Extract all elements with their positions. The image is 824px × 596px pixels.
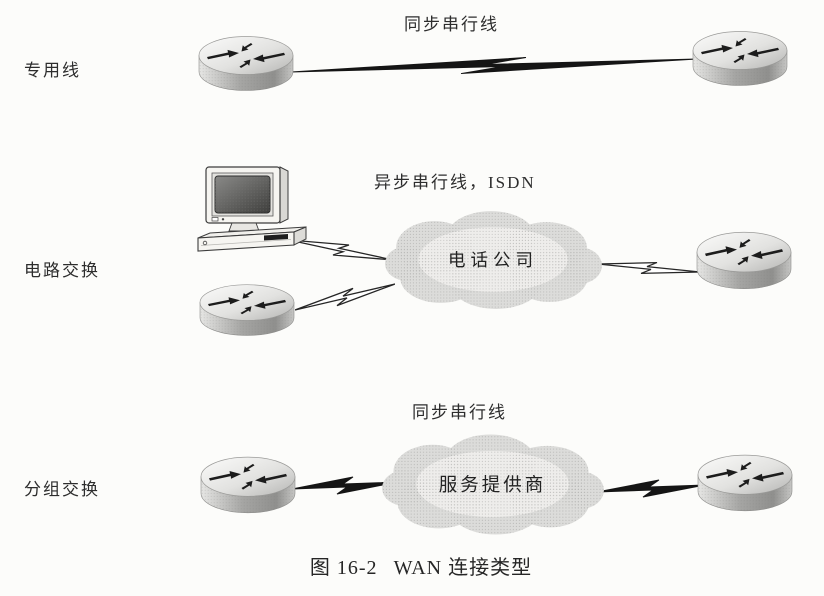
row-label-dedicated-line: 专用线 bbox=[24, 61, 81, 80]
link-label-sync-serial-1: 同步串行线 bbox=[404, 15, 499, 34]
link-label-async-serial-isdn: 异步串行线，ISDN bbox=[374, 173, 536, 192]
row-label-circuit-switched: 电路交换 bbox=[24, 261, 100, 280]
figure-caption: 图 16-2 WAN 连接类型 bbox=[0, 551, 824, 580]
router-icon bbox=[696, 231, 792, 290]
figure-caption-title: WAN 连接类型 bbox=[393, 557, 533, 579]
row-label-packet-switched: 分组交换 bbox=[24, 480, 100, 499]
cloud-icon bbox=[382, 203, 604, 316]
router-icon bbox=[199, 284, 295, 336]
link-label-sync-serial-2: 同步串行线 bbox=[412, 403, 507, 422]
lightning-bolt-icon bbox=[292, 476, 398, 495]
router-icon bbox=[692, 31, 788, 86]
lightning-bolt-icon bbox=[597, 479, 705, 498]
pc-icon bbox=[197, 166, 307, 252]
figure-caption-number: 图 16-2 bbox=[309, 557, 378, 579]
cloud-icon bbox=[379, 426, 606, 542]
router-icon bbox=[697, 454, 793, 512]
lightning-bolt-icon bbox=[291, 57, 697, 75]
lightning-bolt-icon bbox=[598, 262, 700, 274]
router-icon bbox=[200, 456, 296, 514]
lightning-bolt-icon bbox=[289, 239, 393, 261]
lightning-bolt-icon bbox=[295, 283, 395, 311]
router-icon bbox=[198, 36, 294, 91]
